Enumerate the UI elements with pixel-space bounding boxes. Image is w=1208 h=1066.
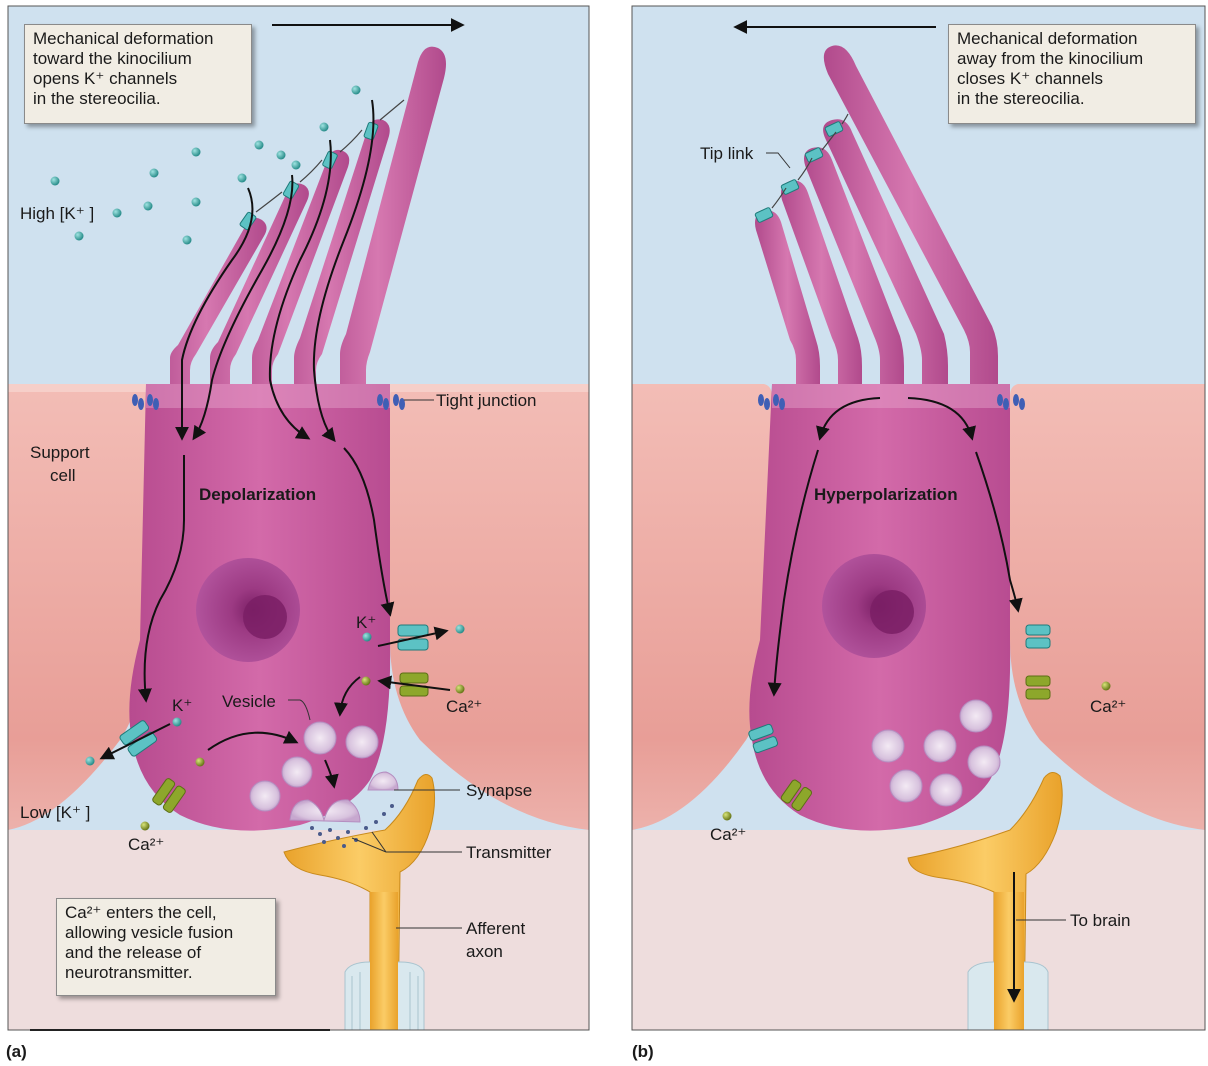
ca-label-b2: Ca²⁺ — [710, 825, 746, 844]
high-k-label: High [K⁺ ] — [20, 204, 94, 223]
tip-link-label: Tip link — [700, 144, 754, 163]
caption-calcium-line4: neurotransmitter. — [65, 963, 267, 983]
afferent-axon-label-line2: axon — [466, 942, 503, 961]
hyperpolarization-label: Hyperpolarization — [814, 485, 958, 504]
caption-box-away: Mechanical deformation away from the kin… — [948, 24, 1196, 124]
caption-calcium-line2: allowing vesicle fusion — [65, 923, 267, 943]
caption-away-line3: closes K⁺ channels — [957, 69, 1187, 89]
caption-toward-line1: Mechanical deformation — [33, 29, 243, 49]
caption-away-line1: Mechanical deformation — [957, 29, 1187, 49]
panel-b-tag: (b) — [632, 1042, 654, 1062]
synapse-label: Synapse — [466, 781, 532, 800]
transmitter-label: Transmitter — [466, 843, 552, 862]
to-brain-label: To brain — [1070, 911, 1130, 930]
support-cell-label-line1: Support — [30, 443, 90, 462]
k-label-2: K⁺ — [172, 696, 192, 715]
ca-label-2: Ca²⁺ — [128, 835, 164, 854]
caption-box-calcium: Ca²⁺ enters the cell, allowing vesicle f… — [56, 898, 276, 996]
caption-away-line2: away from the kinocilium — [957, 49, 1187, 69]
caption-box-toward: Mechanical deformation toward the kinoci… — [24, 24, 252, 124]
ca-label-b1: Ca²⁺ — [1090, 697, 1126, 716]
afferent-axon-label-line1: Afferent — [466, 919, 526, 938]
ca-label-1: Ca²⁺ — [446, 697, 482, 716]
k-label-1: K⁺ — [356, 613, 376, 632]
caption-toward-line2: toward the kinocilium — [33, 49, 243, 69]
low-k-label: Low [K⁺ ] — [20, 803, 90, 822]
caption-away-line4: in the stereocilia. — [957, 89, 1187, 109]
depolarization-label: Depolarization — [199, 485, 316, 504]
panel-a-tag: (a) — [6, 1042, 27, 1062]
caption-toward-line3: opens K⁺ channels — [33, 69, 243, 89]
caption-calcium-line3: and the release of — [65, 943, 267, 963]
panel-a — [8, 6, 589, 1030]
support-cell-label-line2: cell — [50, 466, 76, 485]
caption-toward-line4: in the stereocilia. — [33, 89, 243, 109]
tight-junction-label: Tight junction — [436, 391, 536, 410]
vesicle-label: Vesicle — [222, 692, 276, 711]
caption-calcium-line1: Ca²⁺ enters the cell, — [65, 903, 267, 923]
